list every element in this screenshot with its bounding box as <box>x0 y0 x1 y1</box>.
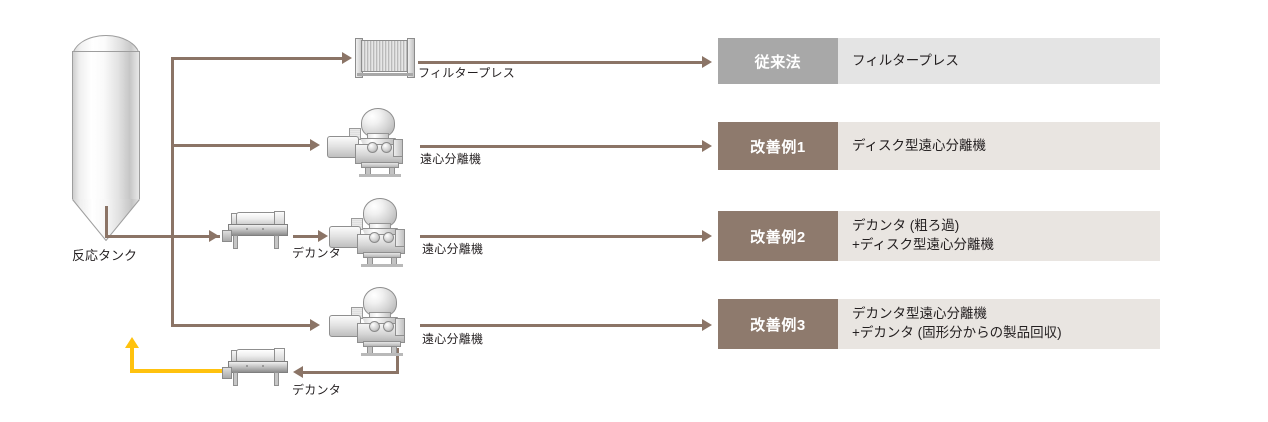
arrow-to-centrifuge-row2 <box>310 139 320 151</box>
decanter-leg-left <box>233 372 238 386</box>
arrow-row4-to-legend <box>702 319 712 331</box>
legend-row-2: 改善例1 ディスク型遠心分離機 <box>718 122 1160 170</box>
reaction-tank-label: 反応タンク <box>72 248 138 263</box>
legend-row-4: 改善例3 デカンタ型遠心分離機 +デカンタ (固形分からの製品回収) <box>718 299 1160 349</box>
centrifuge-base <box>361 162 399 168</box>
centrifuge-foot <box>361 353 403 356</box>
centrifuge-valve-left <box>367 142 378 153</box>
line-decanter-to-centrifuge-row3 <box>293 235 321 238</box>
centrifuge-outlet-box <box>395 318 405 336</box>
legend-desc-2-line-1: ディスク型遠心分離機 <box>852 137 987 153</box>
arrow-row3-to-legend <box>702 230 712 242</box>
disc-centrifuge-icon-row4 <box>329 287 425 356</box>
line-tank-outlet-right <box>105 235 220 238</box>
line-branch-row1 <box>171 57 346 60</box>
arrow-to-recycle-decanter <box>293 366 303 378</box>
legend-desc-1-line-1: フィルタープレス <box>852 52 959 68</box>
decanter-bolt-a <box>246 365 248 367</box>
centrifuge-valve-right <box>381 142 392 153</box>
centrifuge-base <box>363 341 401 347</box>
decanter-icon-row3 <box>222 210 294 252</box>
tank-body <box>72 51 140 199</box>
disc-centrifuge-icon-row2 <box>327 108 423 177</box>
tank-body-top-line <box>72 51 140 52</box>
decanter-leg-left <box>233 235 238 249</box>
legend-desc-4: デカンタ型遠心分離機 +デカンタ (固形分からの製品回収) <box>838 299 1160 349</box>
decanter-leg-right <box>274 372 279 386</box>
decanter-bolt-b <box>262 365 264 367</box>
line-branch-row2 <box>171 144 313 147</box>
arrow-decanter-to-centrifuge-row3 <box>318 230 328 242</box>
disc-centrifuge-icon-row3 <box>329 198 425 267</box>
line-row4-to-legend <box>420 324 706 327</box>
filter-press-end-plate-right <box>407 38 415 78</box>
recycle-line-vertical <box>130 348 134 371</box>
decanter-icon-recycle <box>222 347 294 389</box>
arrow-to-filter-press <box>342 52 352 64</box>
decanter-label-row3: デカンタ <box>292 246 341 260</box>
line-solids-to-recycle-decanter <box>302 371 399 374</box>
legend-desc-2: ディスク型遠心分離機 <box>838 122 1160 170</box>
legend-category-1: 従来法 <box>718 38 838 84</box>
arrow-to-decanter-row3 <box>209 230 219 242</box>
arrow-to-centrifuge-row4 <box>310 319 320 331</box>
centrifuge-foot <box>359 174 401 177</box>
legend-category-3: 改善例2 <box>718 211 838 261</box>
centrifuge-valve-right <box>383 232 394 243</box>
legend-category-2: 改善例1 <box>718 122 838 170</box>
centrifuge-label-row3: 遠心分離機 <box>422 242 484 256</box>
legend-category-4: 改善例3 <box>718 299 838 349</box>
filter-press-plates <box>361 40 409 72</box>
line-branch-row3 <box>171 235 211 238</box>
tank-cone-outline <box>72 199 140 241</box>
legend-desc-3-line-2: +ディスク型遠心分離機 <box>852 237 994 252</box>
legend-row-3: 改善例2 デカンタ (粗ろ過) +ディスク型遠心分離機 <box>718 211 1160 261</box>
line-row3-to-legend <box>420 235 706 238</box>
legend-desc-3-line-1: デカンタ (粗ろ過) <box>852 218 960 234</box>
centrifuge-valve-left <box>369 232 380 243</box>
centrifuge-valve-right <box>383 321 394 332</box>
recycle-line-horizontal <box>130 369 222 373</box>
line-branch-row4 <box>171 324 313 327</box>
line-row1-to-legend <box>418 61 706 64</box>
centrifuge-outlet-box <box>395 229 405 247</box>
arrow-recycle-up <box>125 337 139 348</box>
legend-row-1: 従来法 フィルタープレス <box>718 38 1160 84</box>
decanter-outlet <box>222 367 232 379</box>
filter-press-icon <box>355 38 415 78</box>
legend-desc-4-line-1: デカンタ型遠心分離機 <box>852 306 987 322</box>
centrifuge-foot <box>361 264 403 267</box>
line-tank-outlet-down <box>105 206 108 238</box>
centrifuge-label-row2: 遠心分離機 <box>420 152 482 166</box>
decanter-leg-right <box>274 235 279 249</box>
line-row2-to-legend <box>420 145 706 148</box>
filter-press-label: フィルタープレス <box>418 66 515 80</box>
line-main-trunk <box>171 57 174 327</box>
centrifuge-label-row4: 遠心分離機 <box>422 332 484 346</box>
centrifuge-valve-left <box>369 321 380 332</box>
legend-desc-4-line-2: +デカンタ (固形分からの製品回収) <box>852 325 1062 340</box>
arrow-row2-to-legend <box>702 140 712 152</box>
centrifuge-base <box>363 252 401 258</box>
decanter-bolt-b <box>262 228 264 230</box>
legend-desc-3: デカンタ (粗ろ過) +ディスク型遠心分離機 <box>838 211 1160 261</box>
arrow-row1-to-legend <box>702 56 712 68</box>
centrifuge-outlet-box <box>393 139 403 157</box>
line-centrifuge-solids-down <box>396 348 399 374</box>
filter-press-rail <box>357 73 413 76</box>
decanter-outlet <box>222 230 232 242</box>
decanter-label-recycle: デカンタ <box>292 383 341 397</box>
decanter-bolt-a <box>246 228 248 230</box>
legend-desc-1: フィルタープレス <box>838 38 1160 84</box>
